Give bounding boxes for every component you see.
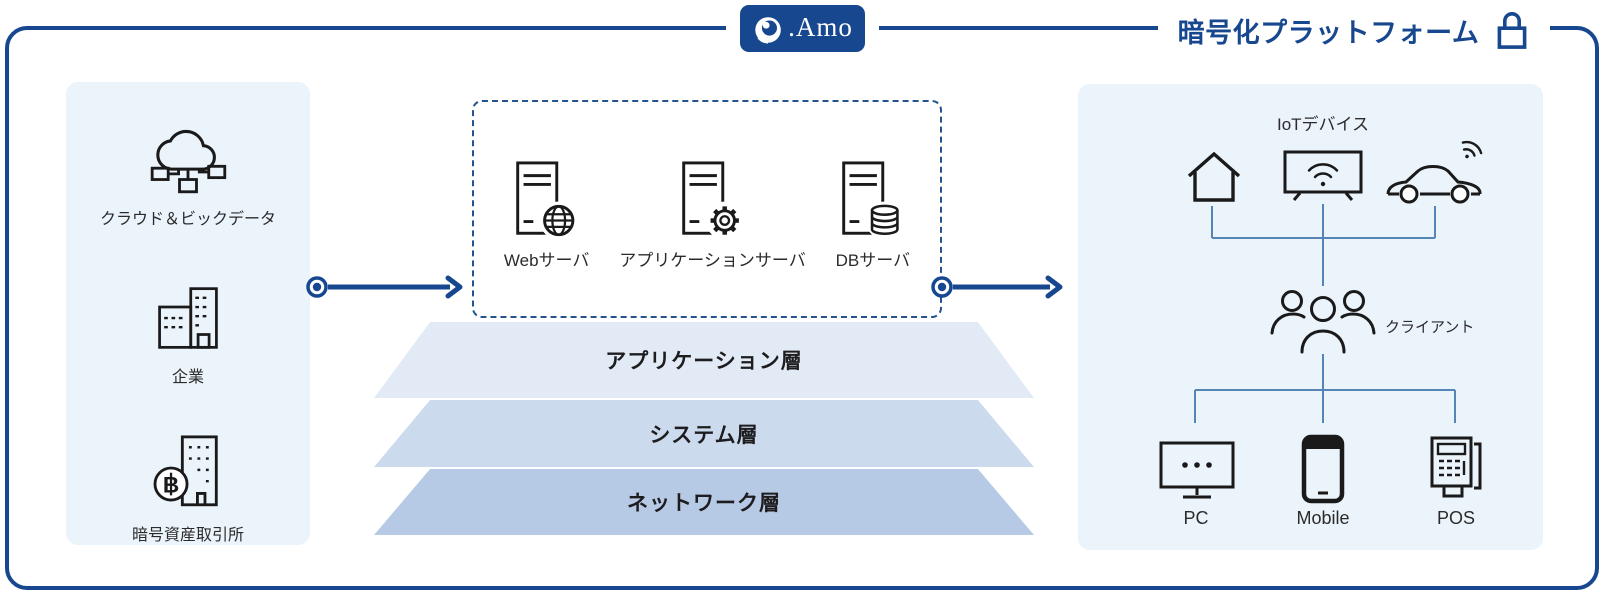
db-server-icon [842, 161, 904, 240]
server-label: Webサーバ [503, 251, 590, 270]
web-server-icon [515, 161, 578, 240]
arrow-servers-to-clients [931, 275, 1063, 299]
iot-devices-label: IoTデバイス [1276, 115, 1370, 134]
people-group-icon [1270, 290, 1376, 354]
cloud-network-icon [150, 129, 227, 194]
clients-panel: IoTデバイス [1078, 84, 1543, 550]
amo-swirl-icon [755, 16, 781, 44]
source-label: 暗号資産取引所 [131, 527, 244, 544]
pos-icon [1430, 436, 1482, 498]
source-label: クラウド＆ビックデータ [99, 210, 276, 228]
device-label: POS [1436, 508, 1475, 528]
logo-text: .Amo [788, 11, 853, 42]
device-label: PC [1183, 508, 1209, 528]
layer-label: システム層 [649, 423, 759, 447]
network-layer: ネットワーク層 [374, 469, 1034, 535]
layer-label: アプリケーション層 [605, 350, 803, 373]
connector-lines [1194, 204, 1456, 423]
mobile-icon [1301, 434, 1345, 504]
pc-icon [1159, 441, 1235, 499]
smart-tv-icon [1283, 150, 1363, 201]
sources-panel: クラウド＆ビックデータ 企業 B 暗号資産取 [66, 82, 310, 545]
page-title-text: 暗号化プラットフォーム [1177, 17, 1480, 48]
device-label: Mobile [1296, 508, 1350, 528]
db-server: DBサーバ [836, 160, 910, 271]
amo-logo: .Amo [740, 5, 865, 52]
layer-label: ネットワーク層 [627, 492, 781, 515]
crypto-exchange-icon: B [153, 435, 218, 506]
app-server: アプリケーションサーバ [619, 160, 806, 271]
svg-text:B: B [163, 472, 179, 497]
server-label: アプリケーションサーバ [619, 251, 806, 270]
server-label: DBサーバ [835, 251, 911, 270]
buildings-icon [158, 286, 218, 349]
page-title: 暗号化プラットフォーム [1158, 6, 1550, 54]
source-label: 企業 [171, 368, 204, 386]
app-server-icon [681, 161, 744, 240]
arrow-sources-to-servers [306, 275, 463, 299]
house-icon [1187, 151, 1241, 202]
web-server: Webサーバ [504, 160, 589, 271]
clients-label: クライアント [1385, 319, 1475, 336]
system-layer: システム層 [374, 400, 1034, 467]
lock-icon [1497, 12, 1527, 49]
connected-car-icon [1386, 140, 1483, 204]
application-layer: アプリケーション層 [374, 322, 1034, 398]
server-box: Webサーバ [472, 100, 942, 318]
